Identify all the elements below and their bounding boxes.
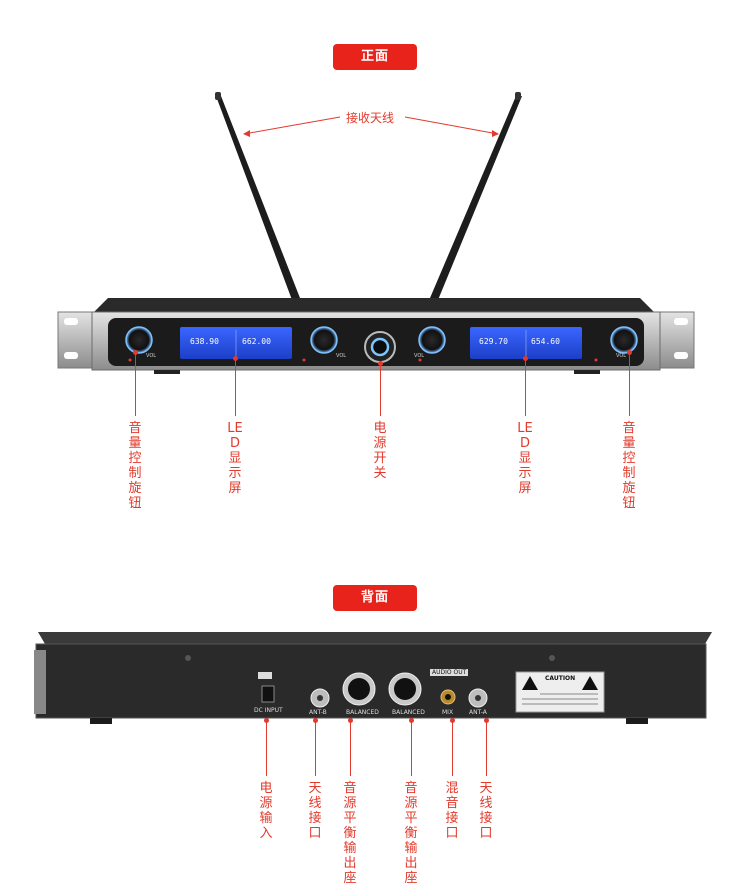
dc-input-jack — [261, 685, 275, 703]
knob-label-b: VOL — [336, 353, 347, 359]
antenna-callout-label: 接收天线 — [346, 111, 395, 125]
port-label-balanced-a: BALANCED — [346, 709, 379, 716]
callout-antenna-port-b: 天线接口 — [308, 781, 322, 841]
ant-a-connector — [468, 688, 488, 708]
ant-b-connector — [310, 688, 330, 708]
callout-balanced-output-a: 音源平衡输出座 — [343, 781, 357, 886]
port-label-mix: MIX — [442, 709, 454, 716]
knob-label-c: VOL — [414, 353, 425, 359]
volume-knob-c — [418, 326, 446, 354]
lcd-freq-b-left: 629.70 — [479, 337, 508, 346]
callout-led-display-left: LED显示屏 — [227, 421, 243, 496]
front-panel — [91, 311, 661, 371]
caution-text: CAUTION — [545, 675, 576, 682]
mix-jack — [440, 689, 456, 705]
rack-ear-left — [57, 311, 113, 369]
port-label-balanced-b: BALANCED — [392, 709, 425, 716]
callout-power-input: 电源输入 — [259, 781, 273, 841]
antenna-right — [430, 96, 522, 300]
volume-knob-b — [310, 326, 338, 354]
port-label-ant-b: ANT-B — [309, 709, 327, 716]
xlr-output-a — [342, 672, 376, 706]
antenna-left — [216, 96, 300, 300]
rack-ear-right — [639, 311, 695, 369]
volume-knob-a — [125, 326, 153, 354]
callout-balanced-output-b: 音源平衡输出座 — [404, 781, 418, 886]
lcd-freq-b-right: 654.60 — [531, 337, 560, 346]
knob-label-a: VOL — [146, 353, 157, 359]
knob-label-d: VOL — [616, 353, 627, 359]
callout-antenna-port-a: 天线接口 — [479, 781, 493, 841]
front-view-badge: 正面 — [333, 44, 417, 70]
callout-mix-port: 混音接口 — [445, 781, 459, 841]
callout-volume-knob-left: 音量控制旋钮 — [128, 421, 142, 511]
port-label-ant-a: ANT-A — [469, 709, 487, 716]
callout-power-switch: 电源开关 — [373, 421, 387, 481]
volume-knob-d — [610, 326, 638, 354]
power-button — [364, 331, 396, 363]
lcd-freq-a-left: 638.90 — [190, 337, 219, 346]
back-view-badge: 背面 — [333, 585, 417, 611]
audio-out-label: AUDIO OUT — [430, 669, 469, 676]
callout-led-display-right: LED显示屏 — [517, 421, 533, 496]
port-label-dc-input: DC INPUT — [254, 707, 283, 714]
callout-volume-knob-right: 音量控制旋钮 — [622, 421, 636, 511]
lcd-freq-a-right: 662.00 — [242, 337, 271, 346]
back-panel — [35, 643, 707, 719]
xlr-output-b — [388, 672, 422, 706]
